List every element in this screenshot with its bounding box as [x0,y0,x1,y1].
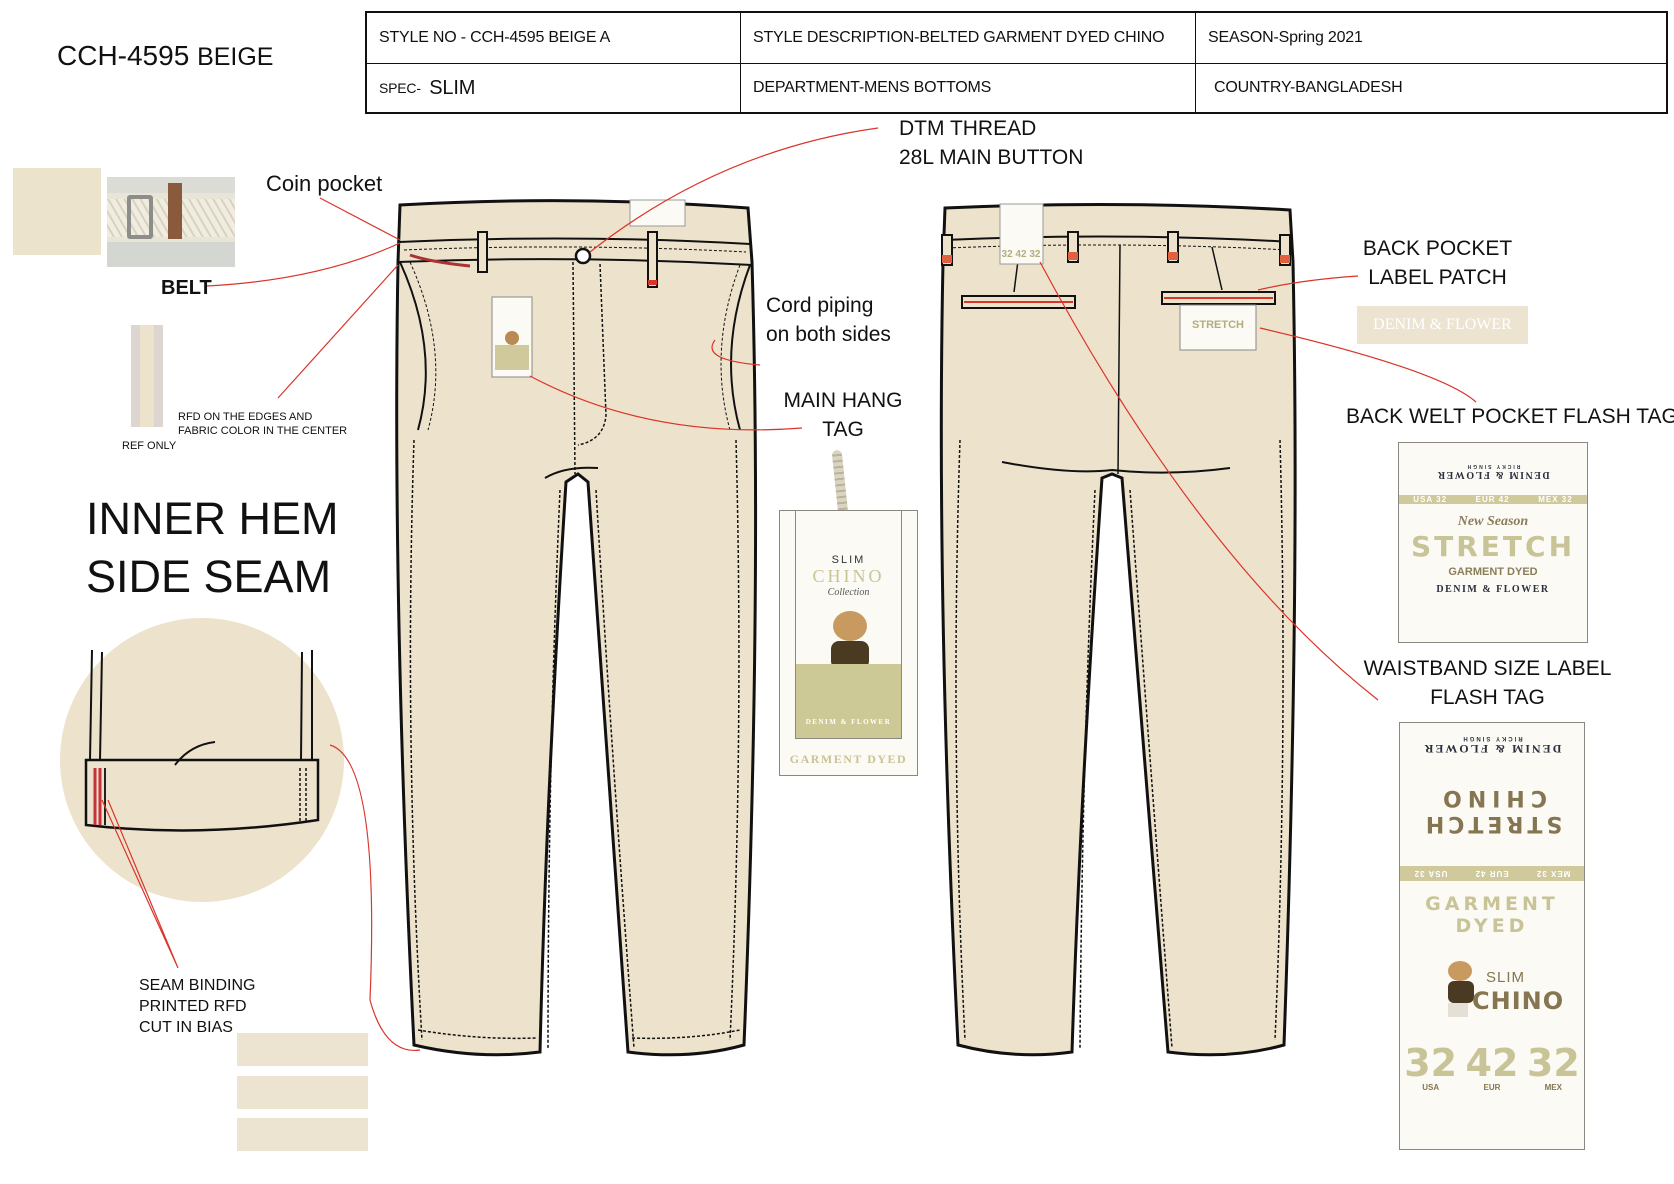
waist-size-usa: USA 32 [1413,869,1448,878]
waist-number-eur: 42 [1465,1041,1519,1085]
belt-photo [107,177,235,267]
spec-label: SPEC- [379,80,421,96]
seam-binding-line3: CUT IN BIAS [139,1019,233,1036]
dtm-thread-label: DTM THREAD 28L MAIN BUTTON [899,114,1083,172]
waistband-line2: FLASH TAG [1430,686,1545,709]
season-cell: SEASON-Spring 2021 [1196,13,1666,64]
style-color: BEIGE [197,43,274,71]
country-cell: COUNTRY-BANGLADESH [1214,79,1403,96]
dtm-thread-line: DTM THREAD [899,117,1037,140]
inner-hem-line1: INNER HEM [86,493,339,544]
hang-tag-line2: TAG [822,418,864,441]
main-button-icon [574,247,592,265]
spec-cell: SPEC- SLIM [367,64,741,112]
back-welt-label: BACK WELT POCKET FLASH TAG [1346,405,1674,428]
leader-lines [101,127,1477,1051]
label-patch: DENIM & FLOWER [1357,306,1528,344]
welt-tag-stretch: STRETCH [1410,530,1576,563]
back-pocket-line1: BACK POCKET [1362,237,1513,260]
hang-tag-brand: DENIM & FLOWER [805,718,892,726]
welt-tag-garment-dyed: GARMENT DYED [1448,566,1538,578]
waist-size-mex: MEX 32 [1535,869,1571,878]
back-pocket-line2: LABEL PATCH [1368,266,1507,289]
main-hang-tag-label: MAIN HANG TAG [776,386,910,444]
hang-tag-line1: MAIN HANG [783,389,903,412]
main-button-line: 28L MAIN BUTTON [899,146,1084,169]
waistband-flash-tag: DENIM & FLOWER RICKY SINGH STRETCH CHINO… [1399,722,1585,1150]
waist-number-mex: 32 [1526,1041,1580,1085]
seam-binding-note: SEAM BINDING PRINTED RFD CUT IN BIAS [139,975,255,1038]
inner-hem-line2: SIDE SEAM [86,551,332,602]
hang-tag-garment-dyed: GARMENT DYED [789,752,908,766]
department-cell: DEPARTMENT-MENS BOTTOMS [741,64,1196,112]
waist-tag-stretch: STRETCH [1421,811,1563,836]
waist-region-eur: EUR [1483,1083,1501,1092]
welt-tag-brand: DENIM & FLOWER [1436,469,1550,480]
ref-only-label: REF ONLY [122,440,177,452]
waist-number-usa: 32 [1404,1041,1458,1085]
style-no-cell: STYLE NO - CCH-4595 BEIGE A [367,13,741,64]
svg-text:STRETCH: STRETCH [1192,319,1244,331]
waist-tag-brand: DENIM & FLOWER [1422,742,1562,756]
main-hang-tag: SLIM CHINO Collection DENIM & FLOWER GAR… [779,510,918,776]
welt-pocket-flash-tag: DENIM & FLOWER RICKY SINGH USA 32 EUR 42… [1398,442,1588,643]
welt-tag-sub: RICKY SINGH [1465,463,1521,469]
waist-tag-chino2: CHINO [1472,987,1565,1015]
waistband-label: WAISTBAND SIZE LABEL FLASH TAG [1360,654,1615,712]
waist-tag-chino: CHINO [1437,785,1547,810]
hang-tag-slim: SLIM [831,554,866,566]
front-pants-flat [395,199,758,1057]
waist-size-eur: EUR 42 [1474,869,1509,878]
coin-pocket-label: Coin pocket [266,171,383,196]
bias-swatch-3 [237,1118,368,1151]
spec-value: SLIM [429,76,476,99]
inner-hem-heading: INNER HEM SIDE SEAM [86,490,339,606]
rfd-note-line2: FABRIC COLOR IN THE CENTER [178,425,348,437]
svg-text:32 42 32: 32 42 32 [1002,249,1041,260]
bias-swatch-2 [237,1076,368,1109]
rfd-strip-swatch [131,325,163,427]
welt-tag-new-season: New Season [1457,514,1529,529]
back-pants-flat: STRETCH 32 42 32 [939,202,1297,1057]
cord-piping-line1: Cord piping [766,294,874,317]
bear-icon [1448,961,1474,1021]
fabric-swatch [13,168,101,255]
waistband-size-label [999,203,1044,265]
bias-swatch-1 [237,1033,368,1066]
waist-region-mex: MEX [1544,1083,1562,1092]
back-label-patch [1179,304,1257,351]
waist-region-usa: USA [1422,1083,1440,1092]
seam-binding-line1: SEAM BINDING [139,977,256,994]
rfd-note: RFD ON THE EDGES AND FABRIC COLOR IN THE… [178,410,347,438]
hang-tag-collection: Collection [827,587,870,598]
back-pocket-label: BACK POCKET LABEL PATCH [1360,234,1515,292]
cord-piping-line2: on both sides [766,323,891,346]
waist-tag-garment-dyed: GARMENT DYED [1425,893,1559,937]
seam-binding-line2: PRINTED RFD [139,998,247,1015]
inner-hem-detail [60,618,344,902]
hang-tag-chino: CHINO [812,566,885,586]
waistband-line1: WAISTBAND SIZE LABEL [1363,657,1612,680]
spec-header-table: STYLE NO - CCH-4595 BEIGE A STYLE DESCRI… [365,11,1668,114]
welt-size-eur: EUR 42 [1475,495,1510,504]
cord-piping-label: Cord piping on both sides [766,291,891,349]
style-description-cell: STYLE DESCRIPTION-BELTED GARMENT DYED CH… [741,13,1196,64]
style-code: CCH-4595 [57,40,190,71]
welt-tag-footer: DENIM & FLOWER [1436,584,1550,595]
style-title: CCH-4595 BEIGE [57,38,273,73]
welt-size-mex: MEX 32 [1538,495,1573,504]
belt-label: BELT [161,277,212,299]
rfd-note-line1: RFD ON THE EDGES AND [178,411,313,423]
waist-tag-slim: SLIM [1486,969,1526,986]
welt-size-usa: USA 32 [1413,495,1448,504]
